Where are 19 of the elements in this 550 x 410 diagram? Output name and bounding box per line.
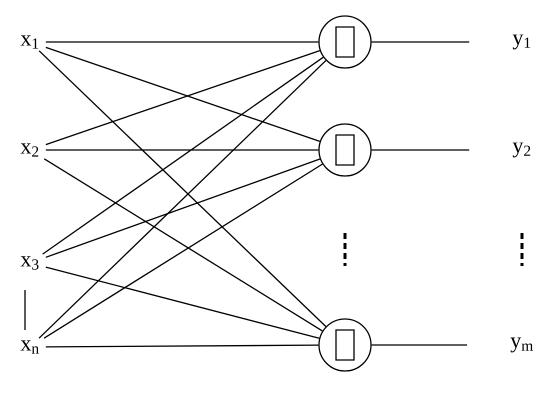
variable-label: x$_{3}$: [20, 256, 39, 270]
connection-line: [46, 158, 320, 258]
connection-line: [372, 344, 468, 346]
connection-line: [46, 266, 320, 339]
variable-label: y$_{m}$: [510, 338, 533, 352]
variable-label: y$_{2}$: [512, 142, 530, 158]
variable-label: x$_{1}$: [20, 35, 38, 49]
variable-label: y$_{1}$: [512, 34, 530, 50]
variable-label: x$_{n}$: [20, 340, 39, 354]
neuron-drawing: [318, 318, 372, 372]
neuron-drawing: [318, 123, 372, 177]
connection-line: [372, 149, 470, 151]
connection-line: [46, 344, 318, 348]
connection-line: [46, 149, 318, 151]
connection-line: [46, 41, 318, 43]
neuron-drawing: [318, 15, 372, 69]
connection-line: [42, 56, 324, 255]
variable-label: x$_{2}$: [20, 143, 38, 157]
connection-line: [372, 41, 470, 43]
